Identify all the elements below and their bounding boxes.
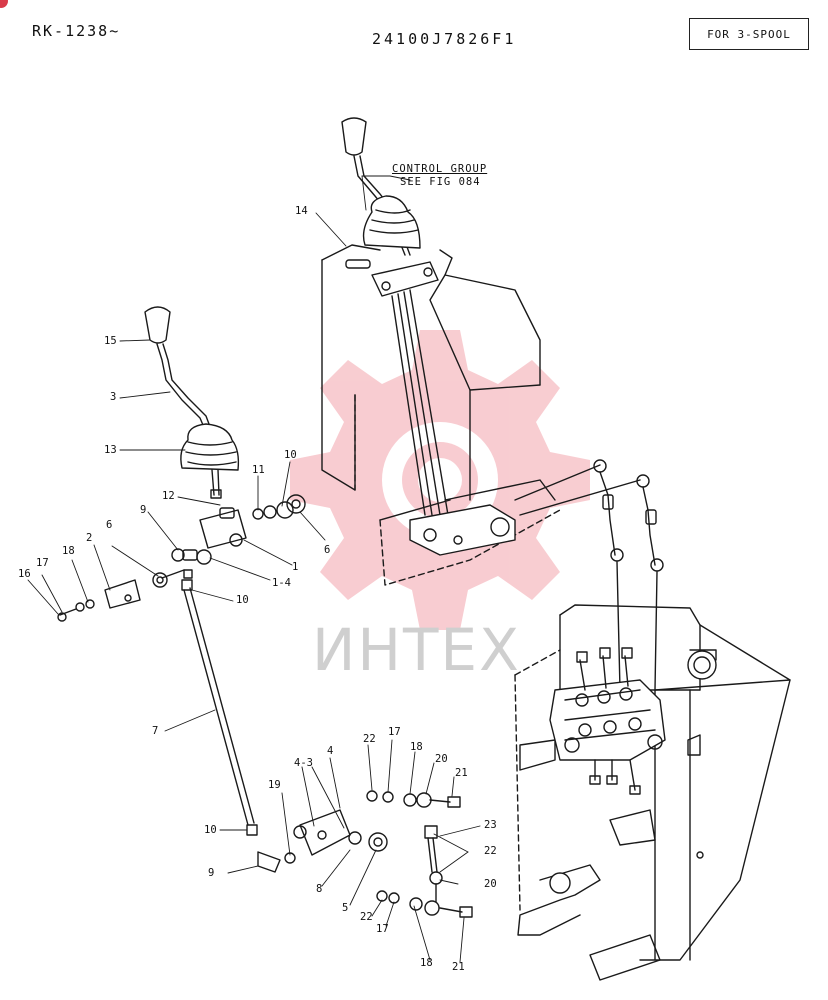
callout-22-right: 22 <box>484 845 497 857</box>
callout-16: 16 <box>18 568 31 580</box>
callout-12: 12 <box>162 490 175 502</box>
callout-4: 4 <box>327 745 334 757</box>
hydraulic-tank-frame <box>514 604 791 981</box>
callout-23: 23 <box>484 819 497 831</box>
callout-14: 14 <box>295 205 308 217</box>
callout-20-bottom: 20 <box>484 878 497 890</box>
callout-15: 15 <box>104 335 117 347</box>
callout-6-left: 6 <box>106 519 113 531</box>
rod-end-links <box>514 459 664 691</box>
callout-17-top: 17 <box>388 726 401 738</box>
callout-20-top: 20 <box>435 753 448 765</box>
linkage-block <box>409 504 516 556</box>
callout-18-left: 18 <box>62 545 75 557</box>
callout-3: 3 <box>110 391 117 403</box>
callout-22-top: 22 <box>363 733 376 745</box>
lower-linkage <box>257 790 473 918</box>
upper-control-lever <box>341 117 439 297</box>
leader-lines <box>27 175 481 963</box>
watermark-text: ИНТЕХ <box>312 616 521 684</box>
part-number: 24100J7826F1 <box>372 30 517 48</box>
callout-10-upper: 10 <box>284 449 297 461</box>
watermark-gear <box>290 330 590 630</box>
callout-7: 7 <box>152 725 159 737</box>
control-rods <box>391 289 449 516</box>
reference-note: CONTROL GROUP SEE FIG 084 <box>392 163 487 189</box>
callout-11: 11 <box>252 464 265 476</box>
control-group-cabinet <box>321 244 561 586</box>
callout-6-right: 6 <box>324 544 331 556</box>
callout-5: 5 <box>342 902 349 914</box>
reference-note-line1: CONTROL GROUP <box>392 163 488 175</box>
callout-10-middle: 10 <box>236 594 249 606</box>
callout-17-left: 17 <box>36 557 49 569</box>
callout-19: 19 <box>268 779 281 791</box>
callout-4-3: 4-3 <box>294 757 313 769</box>
callout-17-bottom: 17 <box>376 923 389 935</box>
callout-22-bottom: 22 <box>360 911 373 923</box>
model-code: RK-1238~ <box>32 22 121 40</box>
callout-18-top: 18 <box>410 741 423 753</box>
brand-logo-dot <box>0 0 8 8</box>
left-control-lever <box>144 306 240 499</box>
spool-valve <box>549 647 666 795</box>
callout-1-4: 1-4 <box>272 577 291 589</box>
callout-9-upper: 9 <box>140 504 147 516</box>
callout-13: 13 <box>104 444 117 456</box>
callout-9-lower: 9 <box>208 867 215 879</box>
callout-1: 1 <box>292 561 299 573</box>
left-linkage-assembly <box>57 494 306 622</box>
spool-variant-label: FOR 3-SPOOL <box>689 18 809 50</box>
callout-2: 2 <box>86 532 93 544</box>
callout-10-lower: 10 <box>204 824 217 836</box>
callout-21-top: 21 <box>455 767 468 779</box>
callout-8: 8 <box>316 883 323 895</box>
callout-21-bottom: 21 <box>452 961 465 973</box>
callout-18-bottom: 18 <box>420 957 433 969</box>
reference-note-line2: SEE FIG 084 <box>400 176 481 188</box>
long-rod <box>181 579 258 836</box>
